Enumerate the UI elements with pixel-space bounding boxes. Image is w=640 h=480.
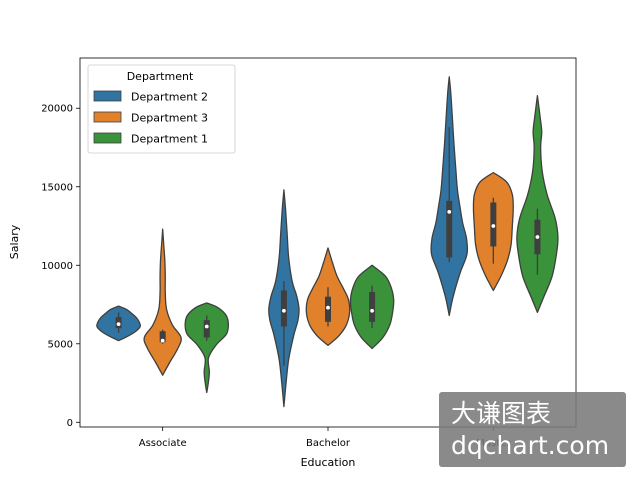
median-master-department-2 bbox=[447, 209, 452, 214]
y-axis-label: Salary bbox=[8, 224, 21, 259]
median-associate-department-3 bbox=[160, 338, 165, 343]
y-tick-label-20000: 20000 bbox=[41, 104, 73, 115]
y-tick-label-10000: 10000 bbox=[41, 261, 73, 272]
median-associate-department-2 bbox=[116, 322, 121, 327]
series-department-3 bbox=[143, 171, 514, 376]
iqr-box-master-department-2 bbox=[446, 200, 453, 258]
median-bachelor-department-1 bbox=[370, 308, 374, 313]
watermark-background bbox=[439, 392, 626, 467]
violin-associate-department-3 bbox=[143, 228, 182, 376]
y-axis: 0 5000 10000 15000 20000 bbox=[41, 104, 80, 429]
legend-swatch-department-1 bbox=[93, 132, 122, 144]
watermark-line-1: 大谦图表 bbox=[451, 399, 551, 428]
median-master-department-3 bbox=[491, 224, 496, 228]
median-master-department-1 bbox=[535, 235, 540, 239]
violin-layer bbox=[96, 76, 559, 408]
series-department-1 bbox=[184, 95, 559, 394]
iqr-box-associate-department-3 bbox=[159, 331, 166, 343]
median-bachelor-department-2 bbox=[282, 308, 286, 313]
watermark-line-2: dqchart.com bbox=[451, 431, 609, 460]
series-department-2 bbox=[96, 76, 469, 408]
iqr-box-bachelor-department-2 bbox=[280, 290, 287, 327]
legend-frame bbox=[87, 64, 236, 154]
x-tick-label-bachelor: Bachelor bbox=[306, 438, 351, 449]
legend-entries: Department 2 Department 3 Department 1 bbox=[93, 90, 208, 146]
legend-label-department-1: Department 1 bbox=[131, 133, 208, 146]
legend-label-department-3: Department 3 bbox=[131, 112, 208, 125]
legend-label-department-2: Department 2 bbox=[131, 91, 208, 104]
x-tick-label-associate: Associate bbox=[139, 438, 187, 449]
legend-swatch-department-2 bbox=[93, 90, 122, 102]
legend-title: Department bbox=[127, 70, 194, 83]
legend-swatch-department-3 bbox=[93, 111, 122, 123]
violin-master-department-1 bbox=[516, 95, 559, 314]
y-tick-label-15000: 15000 bbox=[41, 182, 73, 193]
x-axis-label: Education bbox=[301, 456, 356, 469]
y-tick-label-5000: 5000 bbox=[48, 339, 73, 350]
median-bachelor-department-3 bbox=[326, 305, 330, 310]
iqr-box-associate-department-1 bbox=[203, 320, 210, 338]
violin-associate-department-1 bbox=[184, 302, 230, 394]
watermark: 大谦图表 dqchart.com bbox=[439, 392, 626, 467]
y-tick-label-0: 0 bbox=[67, 418, 73, 429]
median-associate-department-1 bbox=[204, 324, 209, 329]
iqr-box-bachelor-department-1 bbox=[369, 291, 376, 322]
